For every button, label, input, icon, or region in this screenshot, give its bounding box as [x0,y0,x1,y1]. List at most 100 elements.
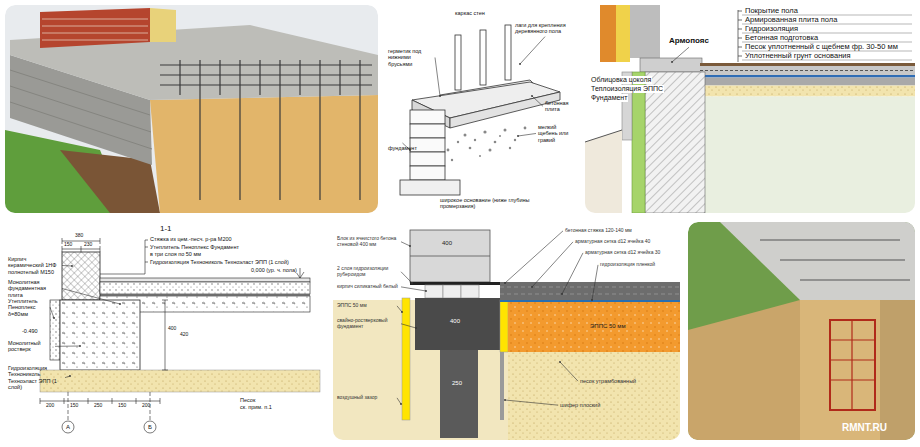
slab-section [585,5,915,213]
pile-foundation-section-part [333,222,680,440]
leader-dot [71,265,73,267]
slab-section-part [700,97,915,214]
section-1-1-part [62,252,100,300]
pile-foundation-section-part [410,282,500,285]
slab-sketch-part [505,25,511,80]
foundation-render-part [10,102,152,149]
dimension-label: 400 [450,318,460,325]
part-label: Кирпич керамический 1НФ полнотелый М150 [8,256,60,275]
part-label: ЭППС 50 мм [337,303,395,309]
strip-foundation-render-part-part [760,240,910,280]
slab-sketch [385,5,578,213]
part-label: воздушный зазор [337,395,395,401]
dimension-label: 250 [94,403,102,409]
slab-sketch-part-part [483,130,486,133]
leader-dot [504,399,506,401]
section-1-1-part-part [144,421,156,433]
part-label: арматурная сетка d12 ячейка 30 [585,250,660,256]
strip-foundation-render-part [830,320,875,410]
leader-dot [119,303,121,305]
part-label: Монолитный ростверк [8,340,53,353]
section-1-1-part [50,300,60,360]
axis-label: А [66,424,70,431]
slab-section-part [630,5,660,58]
leader-dot [504,282,506,284]
dimension-label: 380 [75,233,83,239]
level-mark: 0,000 (ур. ч. пола) [250,267,298,273]
part-label: Теплоизоляция ЭППС [590,85,664,93]
slab-sketch-part [480,30,486,85]
dimension-label: 150 [70,403,78,409]
part-label: герметик под нижними брусьями [388,48,433,67]
slab-sketch-part [400,180,460,195]
strip-foundation-render-part [800,300,880,440]
dimension-label: 400 [442,240,452,247]
leader-line [518,133,536,136]
part-label: свайно-ростверковый фундамент [337,318,399,330]
slab-sketch-part [450,92,560,128]
leader-line [435,57,440,96]
slab-sketch-part-part [447,149,450,152]
slab-sketch-part [410,152,445,166]
leader-line [401,242,410,246]
part-label: бетонная плита [545,100,575,113]
slab-sketch-part-part [479,155,481,157]
foundation-render-part-part [180,60,360,95]
leader-line [65,376,70,378]
leader-dot [561,293,563,295]
foundation-render-part [40,8,150,48]
pile-foundation-section-part [508,352,680,440]
dimension-label: 200 [142,403,150,409]
pile-foundation-section-part [425,285,443,298]
slab-section-part [585,130,622,213]
section-1-1-part [100,282,310,294]
slab-section-part [600,5,616,62]
leader-dot [415,327,417,329]
leader-line [401,324,416,328]
slab-sketch-part-part [451,159,453,161]
dimension-label: 230 [84,242,92,248]
dimension-label: 150 [118,403,126,409]
watermark: RMNT.RU [842,422,887,434]
part-label: песок утрамбованный [580,378,636,384]
slab-sketch-part-part [457,141,459,143]
leader-dot [411,282,413,284]
slab-section-part [700,66,915,75]
leader-dot [439,95,441,97]
foundation-render-part [150,95,378,213]
foundation-render-part [160,60,372,200]
strip-foundation-render-part [830,320,875,410]
part-label: кирпич силикатный белый [337,284,399,290]
section-1-1-part [100,294,310,295]
part-label: Стяжка из цем.-песч. р-ра М200 [150,236,232,242]
section-1-1 [5,222,325,440]
slab-sketch-part-part [524,127,527,130]
slab-section-part [700,75,915,78]
pile-foundation-section-part [402,298,410,420]
slab-section-part [585,130,622,142]
slab-sketch-part [455,35,461,90]
part-label: фундамент [388,145,417,151]
leader-line [672,47,689,62]
part-label: Песок [240,397,255,403]
part-label: Покрытие пола [745,7,913,16]
leader-dot [409,245,411,247]
slab-section-part [616,5,630,62]
slab-sketch-part-part [514,139,516,141]
part-label: Фундамент [590,94,628,102]
leader-line [505,400,558,405]
strip-foundation-render-part [688,300,800,440]
slab-sketch-part-part [509,147,511,149]
leader-dot [79,345,81,347]
slab-sketch-part [410,166,445,180]
section-1-1-part [5,222,325,440]
slab-sketch-part [410,110,445,124]
slab-section-part [700,78,915,86]
leader-line [62,288,120,304]
level-mark: -0.490 [22,328,38,334]
part-label: Гидроизоляция Технониколь Техноэласт ЭПП… [150,259,289,265]
slab-section-part [645,72,705,213]
part-label: Блок из ячеистого бетона стеновой 400 мм [337,236,399,248]
part-label: каркас стен [455,10,500,16]
section-1-1-part-part [100,240,148,274]
